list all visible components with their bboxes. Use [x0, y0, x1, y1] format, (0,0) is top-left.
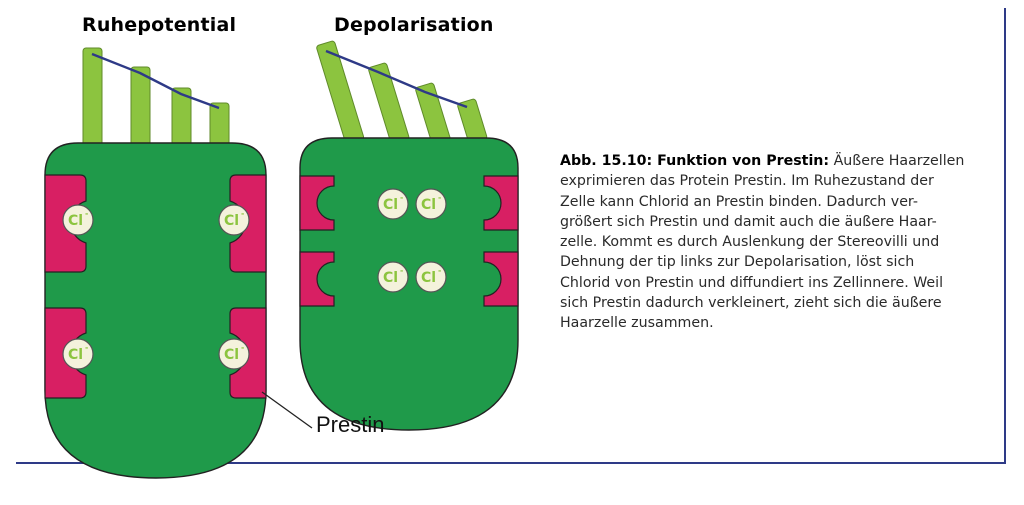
svg-text:-: -: [438, 266, 441, 275]
svg-text:Cl: Cl: [421, 270, 436, 286]
chloride-ion: Cl -: [377, 188, 409, 220]
prestin-proteins-contracted: [299, 175, 519, 307]
stereocilia-deflected: [316, 40, 488, 146]
chloride-ion: Cl -: [62, 204, 94, 236]
svg-text:Cl: Cl: [68, 347, 83, 363]
svg-text:-: -: [85, 343, 88, 352]
title-ruhepotential: Ruhepotential: [82, 14, 237, 36]
caption-line: Chlorid von Prestin und diffundiert ins …: [560, 274, 944, 291]
svg-text:-: -: [241, 209, 244, 218]
svg-text:-: -: [400, 193, 403, 202]
tip-link: [91, 52, 220, 110]
caption-line: Äußere Haarzellen: [829, 153, 965, 169]
prestin-protein: [483, 175, 519, 231]
caption-line: exprimieren das Protein Prestin. Im Ruhe…: [560, 173, 934, 190]
prestin-protein: [483, 251, 519, 307]
stereocilium: [82, 47, 103, 153]
title-depolarisation: Depolarisation: [334, 14, 494, 36]
svg-text:Cl: Cl: [383, 197, 398, 213]
prestin-label: Prestin: [316, 412, 385, 437]
prestin-pointer: [261, 391, 313, 429]
svg-text:-: -: [438, 193, 441, 202]
tip-link: [325, 49, 468, 109]
chloride-ion: Cl -: [415, 261, 447, 293]
cell-body-depolarised: [299, 137, 519, 431]
chloride-ion: Cl -: [415, 188, 447, 220]
figure-frame: [16, 8, 1006, 464]
svg-text:Cl: Cl: [224, 347, 239, 363]
caption-heading: Abb. 15.10: Funktion von Prestin:: [560, 153, 830, 169]
stereocilia-resting: [82, 47, 230, 153]
chloride-ion: Cl -: [218, 338, 250, 370]
stereocilium: [130, 66, 151, 153]
hair-cell-diagram: Cl - Cl - Cl - Cl -: [44, 40, 519, 479]
chloride-ion: Cl -: [218, 204, 250, 236]
chloride-ion: Cl -: [62, 338, 94, 370]
caption-line: größert sich Prestin und damit auch die …: [560, 213, 937, 230]
prestin-protein: [299, 175, 335, 231]
chloride-ion: Cl -: [377, 261, 409, 293]
svg-text:-: -: [85, 209, 88, 218]
caption-line: Haarzelle zusammen.: [560, 315, 714, 332]
figure-caption: Abb. 15.10: Funktion von Prestin: Äußere…: [560, 151, 992, 334]
svg-text:-: -: [241, 343, 244, 352]
svg-text:-: -: [400, 266, 403, 275]
svg-text:Cl: Cl: [421, 197, 436, 213]
stereocilium: [368, 62, 410, 145]
caption-line: Zelle kann Chlorid an Prestin binden. Da…: [560, 193, 918, 210]
caption-line: zelle. Kommt es durch Auslenkung der Ste…: [560, 234, 940, 251]
stereocilium: [415, 82, 451, 146]
resting-hair-cell: Cl - Cl - Cl - Cl -: [44, 47, 313, 479]
caption-line: Dehnung der tip links zur Depolarisation…: [560, 254, 915, 271]
caption-line: sich Prestin dadurch verkleinert, zieht …: [560, 295, 942, 312]
svg-text:Cl: Cl: [383, 270, 398, 286]
svg-text:Cl: Cl: [68, 213, 83, 229]
svg-text:Cl: Cl: [224, 213, 239, 229]
depolarised-hair-cell: Cl - Cl - Cl - Cl -: [299, 40, 519, 431]
prestin-protein: [299, 251, 335, 307]
cell-body-resting: [44, 142, 267, 479]
